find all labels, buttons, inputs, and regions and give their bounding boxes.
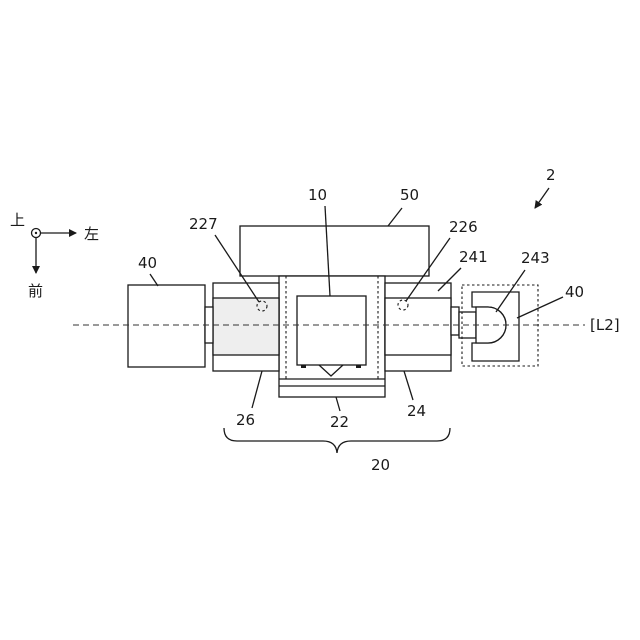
component-26 [212,282,280,372]
leader-40-left [149,273,159,287]
ref-label-40-left: 40 [138,254,157,272]
ref-label-26: 26 [236,411,255,429]
axis-label-l2: [L2] [590,316,620,334]
component-40-left [127,284,206,368]
ref-label-20: 20 [371,456,390,474]
component-227-hole [256,300,268,312]
leader-226 [405,237,451,302]
component-50 [239,225,430,277]
orientation-label-left: 左 [84,225,99,243]
leader-24 [403,370,414,401]
ref-label-40-right: 40 [565,283,584,301]
component-10 [296,295,367,377]
component-243 [475,306,507,344]
ref-label-226: 226 [449,218,478,236]
leader-26 [251,370,263,409]
orientation-label-front: 前 [28,282,43,300]
orientation-indicator: 上 左 前 [10,211,99,300]
ref-label-241: 241 [459,248,488,266]
orientation-origin [30,227,42,239]
leader-227 [214,234,260,303]
ref-label-227: 227 [189,215,218,233]
component-226-hole [397,299,409,311]
ref-arrow-2 [534,187,550,209]
ref-label-10: 10 [308,186,327,204]
ref-label-22: 22 [330,413,349,431]
leader-10 [324,205,331,297]
leader-50 [387,207,403,227]
component-24 [384,282,452,372]
leader-40-right [516,296,564,319]
ref-label-24: 24 [407,402,426,420]
leader-22 [335,396,341,412]
brace-20 [223,427,451,454]
ref-label-50: 50 [400,186,419,204]
ref-label-2: 2 [546,166,556,184]
ref-label-243: 243 [521,249,550,267]
coupling-right [450,306,460,336]
leader-241 [437,267,462,292]
orientation-label-up: 上 [10,211,25,229]
leader-243 [495,269,526,313]
